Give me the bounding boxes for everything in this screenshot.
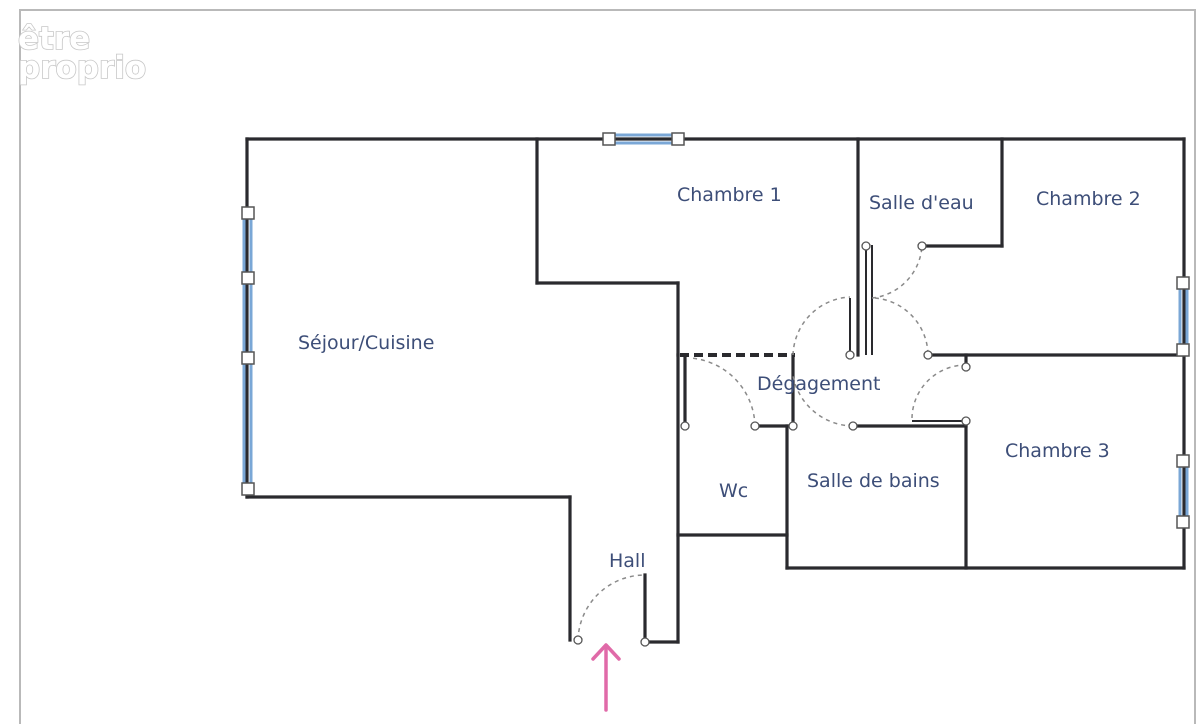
logo-line-2: proprio <box>18 50 146 86</box>
room-label-chambre-3: Chambre 3 <box>1005 440 1110 462</box>
window-frame <box>241 482 255 496</box>
window-frame <box>241 206 255 220</box>
room-labels: Chambre 1 Salle d'eau Chambre 2 Séjour/C… <box>298 184 1141 572</box>
door-hinge <box>923 350 933 360</box>
window-frame <box>1176 343 1190 357</box>
door-swing-wc <box>689 357 756 427</box>
door-hinge <box>640 637 650 647</box>
door-hinge <box>680 421 690 431</box>
room-label-sejour-cuisine: Séjour/Cuisine <box>298 332 434 354</box>
window-frame <box>1176 454 1190 468</box>
window-chambre-3 <box>1176 454 1190 529</box>
door-hinge <box>573 635 583 645</box>
room-label-salle-de-bains: Salle de bains <box>807 470 940 492</box>
exterior-walls <box>245 137 1186 644</box>
windows <box>241 132 1190 529</box>
room-label-hall: Hall <box>609 550 646 572</box>
door-hinge <box>861 241 871 251</box>
interior-walls <box>535 137 1186 570</box>
window-frame <box>241 271 255 285</box>
door-hinge <box>845 350 855 360</box>
room-label-wc: Wc <box>719 480 748 502</box>
door-swing-chambre-2 <box>874 297 929 356</box>
door-swings <box>577 245 967 641</box>
room-label-chambre-2: Chambre 2 <box>1036 188 1141 210</box>
door-hinge <box>750 421 760 431</box>
door-swing-salle-deau <box>871 245 923 299</box>
room-label-chambre-1: Chambre 1 <box>677 184 782 206</box>
door-hinge <box>848 421 858 431</box>
up-arrow-icon <box>591 643 621 712</box>
logo: être proprio <box>17 20 147 87</box>
window-frame <box>241 351 255 365</box>
window-frame <box>671 132 685 146</box>
window-chambre-2 <box>1176 276 1190 357</box>
image-frame <box>19 9 1196 724</box>
door-hinge <box>961 416 971 426</box>
door-hinge <box>961 362 971 372</box>
door-swing-chambre-1 <box>792 296 851 356</box>
logo-line-1: être <box>18 21 90 57</box>
window-chambre-1 <box>602 132 685 146</box>
door-swing-entrance <box>577 574 646 641</box>
entrance-arrow-head <box>591 643 621 661</box>
room-label-salle-deau: Salle d'eau <box>869 192 974 214</box>
door-hinge <box>788 421 798 431</box>
room-label-degagement: Dégagement <box>757 373 880 395</box>
window-frame <box>1176 276 1190 290</box>
door-hinge <box>917 241 927 251</box>
door-hinges <box>573 241 971 647</box>
window-frame <box>602 132 616 146</box>
door-swing-chambre-3 <box>911 364 967 419</box>
window-sejour <box>241 206 255 496</box>
door-swing-salle-de-bains <box>792 375 854 427</box>
window-frame <box>1176 515 1190 529</box>
